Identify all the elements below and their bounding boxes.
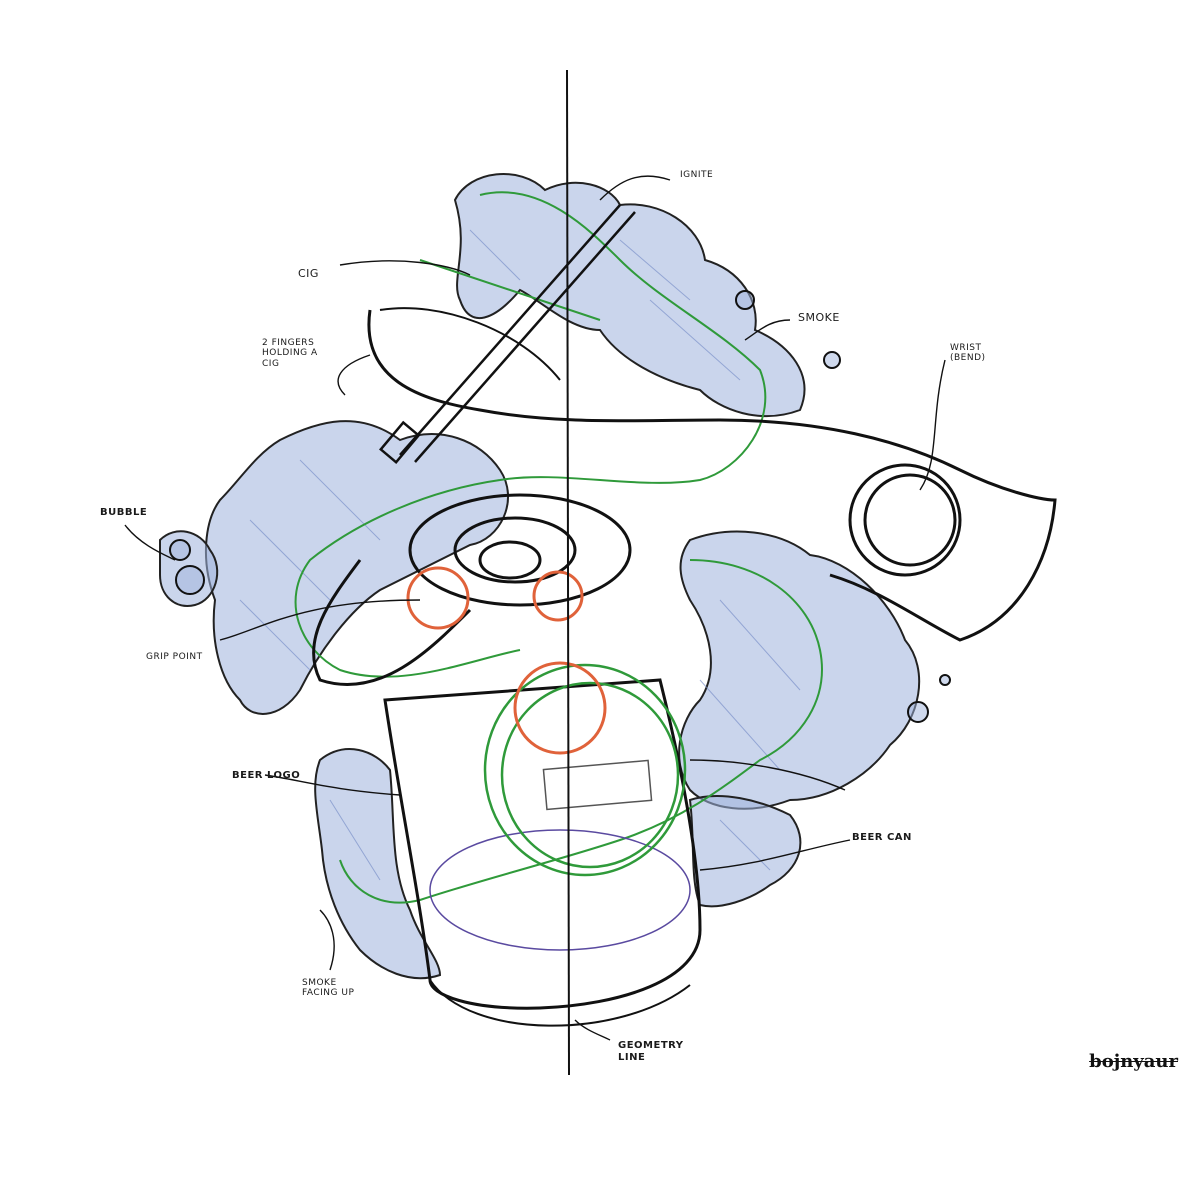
- label-beer-logo: BEER LOGO: [232, 770, 301, 781]
- label-wrist: WRIST (BEND): [950, 343, 986, 364]
- artist-signature: bojnyaur: [1089, 1051, 1178, 1072]
- label-cig: CIG: [298, 267, 319, 280]
- beer-logo-mark: [483, 663, 687, 877]
- flow-lines: [294, 191, 823, 904]
- label-bubble: BUBBLE: [100, 507, 148, 518]
- grip-markers: [406, 566, 607, 755]
- label-fingers: 2 FINGERS HOLDING A CIG: [262, 338, 318, 369]
- label-beer-can: BEER CAN: [852, 832, 912, 843]
- hatching: [239, 229, 801, 881]
- grip-knot: [312, 493, 632, 687]
- beer-can: [383, 678, 702, 1027]
- label-smoke-facing-up: SMOKE FACING UP: [302, 978, 355, 999]
- cigarette: [379, 204, 636, 464]
- bubbles: [169, 290, 951, 723]
- label-ignite: IGNITE: [680, 170, 714, 180]
- label-smoke: SMOKE: [798, 311, 840, 324]
- leader-lines: [124, 175, 946, 1041]
- geometry-line: [566, 69, 570, 1076]
- label-geometry-line: GEOMETRY LINE: [618, 1040, 684, 1063]
- hand-wrist: [367, 307, 1057, 642]
- label-grip-point: GRIP POINT: [146, 652, 203, 662]
